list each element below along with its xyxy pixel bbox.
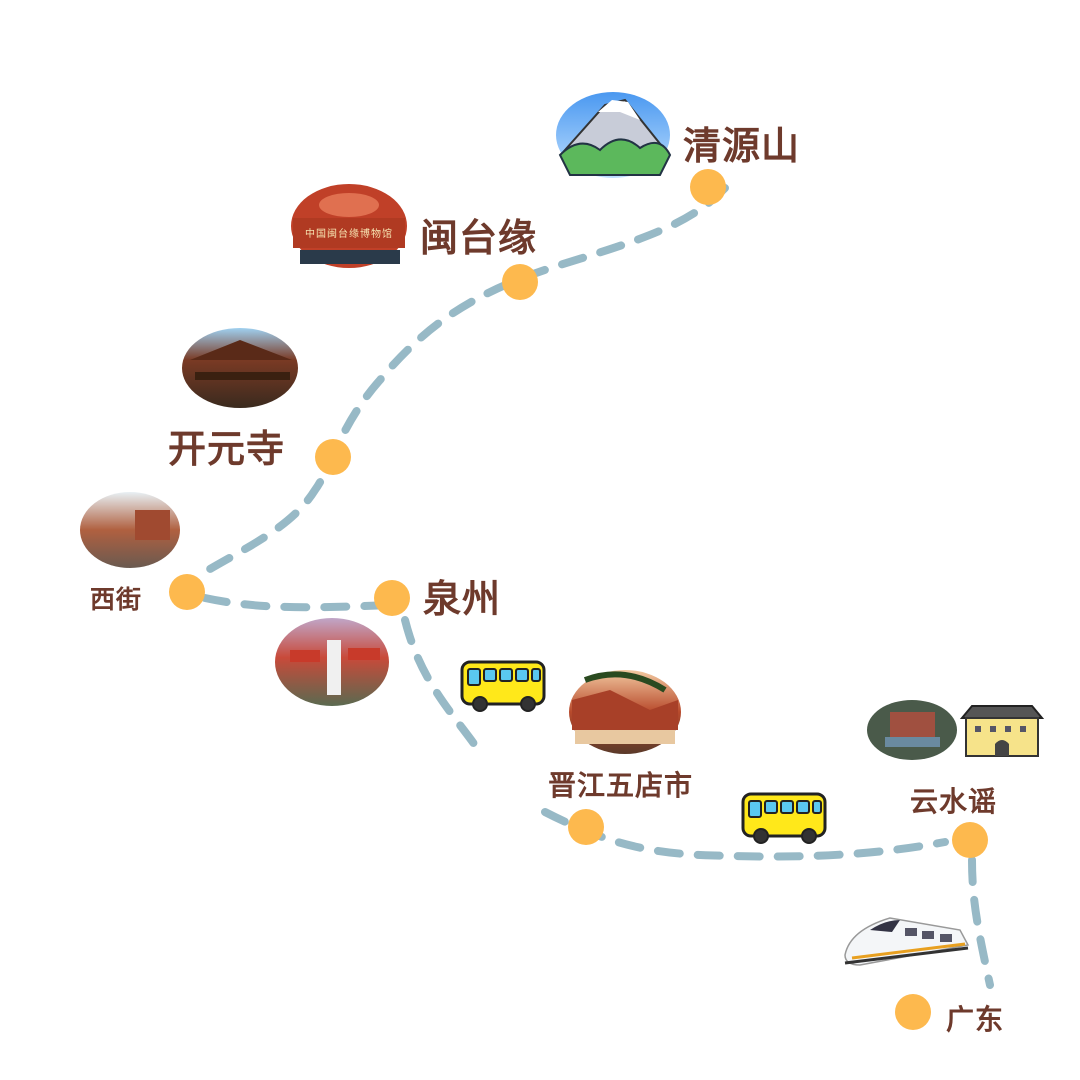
- stop-dot-kaiyuansi[interactable]: [315, 439, 351, 475]
- photo-xijie: [80, 492, 180, 568]
- tulou-icon: [959, 705, 1045, 757]
- photo-qingyuanshan: [556, 92, 672, 178]
- stop-label-yunshuiyao: 云水谣: [910, 785, 998, 818]
- bus-icon: [741, 792, 827, 844]
- stop-label-jinjiang: 晋江五店市: [548, 769, 694, 802]
- route-path: [191, 184, 994, 989]
- stop-label-xijie: 西街: [90, 585, 143, 614]
- photo-yunshuiyao: [867, 700, 957, 760]
- stop-dot-yunshuiyao[interactable]: [952, 822, 988, 858]
- stop-dots: [169, 169, 988, 1030]
- stop-dot-xijie[interactable]: [169, 574, 205, 610]
- stop-label-guangdong: 广东: [946, 1003, 1005, 1036]
- stop-dot-jinjiang[interactable]: [568, 809, 604, 845]
- stop-label-qingyuanshan: 清源山: [683, 124, 801, 168]
- photo-kaiyuansi: [182, 328, 298, 408]
- photo-quanzhou: [275, 618, 389, 706]
- photo-jinjiang: [569, 670, 681, 754]
- stop-dot-guangdong[interactable]: [895, 994, 931, 1030]
- stop-dot-mintaiyuan[interactable]: [502, 264, 538, 300]
- photo-mintaiyuan: 中国闽台缘博物馆: [291, 184, 407, 268]
- bus-icon: [460, 660, 546, 712]
- stop-label-kaiyuansi: 开元寺: [168, 427, 286, 471]
- high-speed-train-icon: [844, 917, 970, 966]
- stop-dot-qingyuanshan[interactable]: [690, 169, 726, 205]
- museum-sign: 中国闽台缘博物馆: [305, 227, 393, 240]
- stop-dot-quanzhou[interactable]: [374, 580, 410, 616]
- stop-label-mintaiyuan: 闽台缘: [420, 216, 538, 260]
- stop-label-quanzhou: 泉州: [423, 577, 502, 621]
